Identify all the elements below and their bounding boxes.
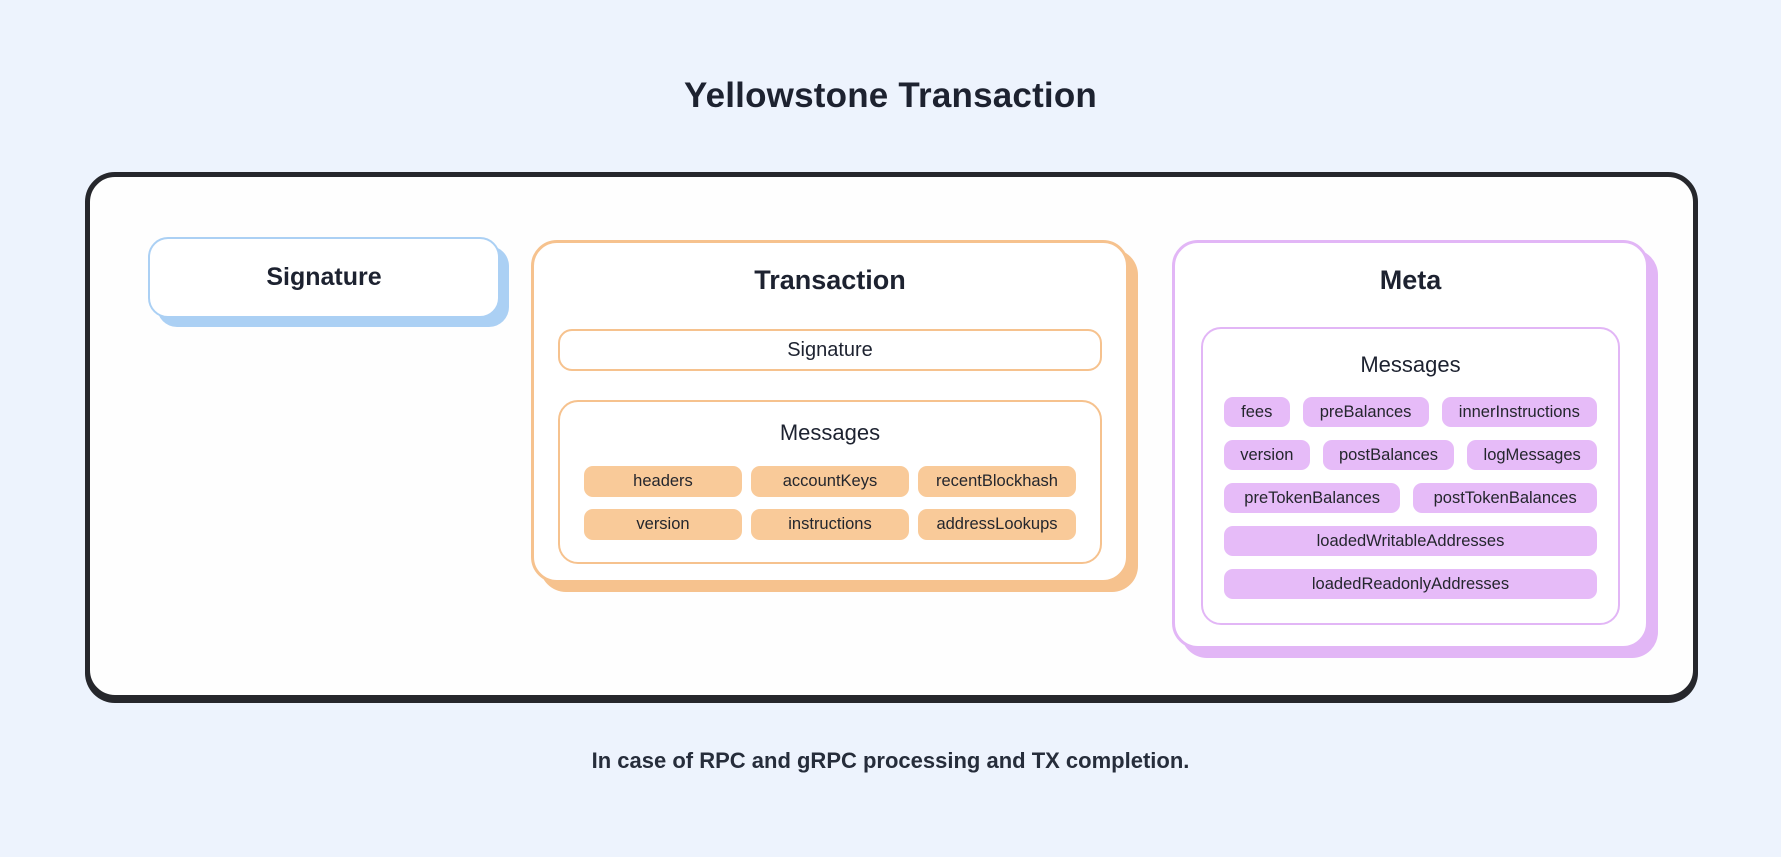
tag-innerinstructions: innerInstructions <box>1441 397 1598 427</box>
meta-tag-row-2: version postBalances logMessages <box>1224 440 1598 470</box>
tag-recentblockhash: recentBlockhash <box>918 466 1076 497</box>
tag-version: version <box>584 509 742 540</box>
meta-tag-row-1: fees preBalances innerInstructions <box>1224 397 1598 427</box>
tag-postbalances: postBalances <box>1322 440 1455 470</box>
tag-headers: headers <box>584 466 742 497</box>
transaction-messages-box: Messages headers accountKeys recentBlock… <box>558 400 1102 564</box>
transaction-signature-box: Signature <box>558 329 1102 371</box>
transaction-structure-container: Signature Transaction Signature Messages… <box>85 172 1698 700</box>
diagram-caption: In case of RPC and gRPC processing and T… <box>591 748 1190 773</box>
tag-addresslookups: addressLookups <box>918 509 1076 540</box>
meta-card: Meta Messages fees preBalances innerInst… <box>1172 240 1649 649</box>
meta-card-title: Meta <box>1379 265 1442 295</box>
transaction-card: Transaction Signature Messages headers a… <box>531 240 1129 583</box>
tag-accountkeys: accountKeys <box>751 466 909 497</box>
meta-messages-tag-rows: fees preBalances innerInstructions versi… <box>1224 397 1598 599</box>
page-title: Yellowstone Transaction <box>683 76 1098 115</box>
transaction-card-title: Transaction <box>754 265 906 295</box>
signature-card-label: Signature <box>266 263 382 291</box>
meta-tag-row-3: preTokenBalances postTokenBalances <box>1224 483 1597 513</box>
meta-messages-title: Messages <box>1360 352 1461 377</box>
tag-prebalances: preBalances <box>1302 397 1429 427</box>
tag-meta-version: version <box>1224 440 1310 470</box>
signature-card: Signature <box>148 237 500 318</box>
meta-messages-box: Messages fees preBalances innerInstructi… <box>1201 327 1620 625</box>
tag-pretokenbalances: preTokenBalances <box>1224 483 1401 513</box>
tag-logmessages: logMessages <box>1467 440 1598 470</box>
tag-posttokenbalances: postTokenBalances <box>1413 483 1597 513</box>
transaction-signature-label: Signature <box>787 338 873 361</box>
tag-fees: fees <box>1224 397 1290 427</box>
transaction-messages-title: Messages <box>779 420 881 445</box>
meta-tag-row-4: loadedWritableAddresses <box>1224 526 1597 556</box>
transaction-messages-tag-grid: headers accountKeys recentBlockhash vers… <box>584 466 1076 540</box>
meta-tag-row-5: loadedReadonlyAddresses <box>1224 569 1597 599</box>
tag-loadedreadonlyaddresses: loadedReadonlyAddresses <box>1224 569 1597 599</box>
tag-loadedwritableaddresses: loadedWritableAddresses <box>1224 526 1597 556</box>
tag-instructions: instructions <box>751 509 909 540</box>
